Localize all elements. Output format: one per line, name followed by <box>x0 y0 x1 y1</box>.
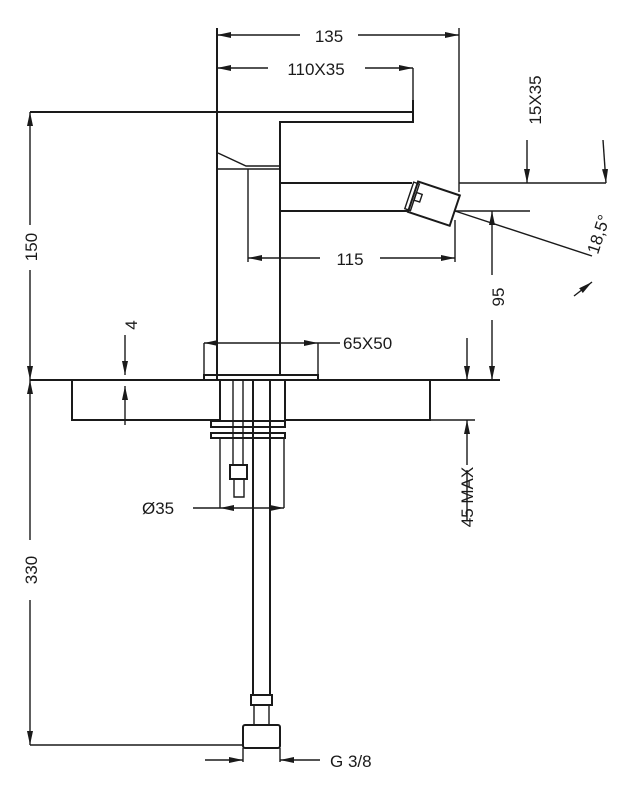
dimension-lines <box>27 28 609 763</box>
dim-overall-width: 135 <box>315 27 343 46</box>
dim-connection: G 3/8 <box>330 752 372 771</box>
dim-base: 65X50 <box>343 334 392 353</box>
dim-hose-length: 330 <box>22 556 41 584</box>
spout <box>280 180 462 228</box>
mixer-body <box>30 28 414 381</box>
dim-spout-reach: 115 <box>336 250 363 269</box>
dim-handle: 110X35 <box>287 60 344 79</box>
dim-height-above-deck: 150 <box>22 233 41 261</box>
dim-deck-max: 45 MAX <box>458 467 477 527</box>
dim-hole-diameter: Ø35 <box>142 499 174 518</box>
dim-spout-height: 95 <box>489 288 508 307</box>
dim-base-thickness: 4 <box>122 320 141 329</box>
dim-spout-angle: 18,5° <box>584 212 614 256</box>
flexible-hose <box>242 379 281 749</box>
counter-top <box>30 379 500 421</box>
dim-spout-section: 15X35 <box>526 75 545 124</box>
fixing-kit <box>210 420 286 508</box>
